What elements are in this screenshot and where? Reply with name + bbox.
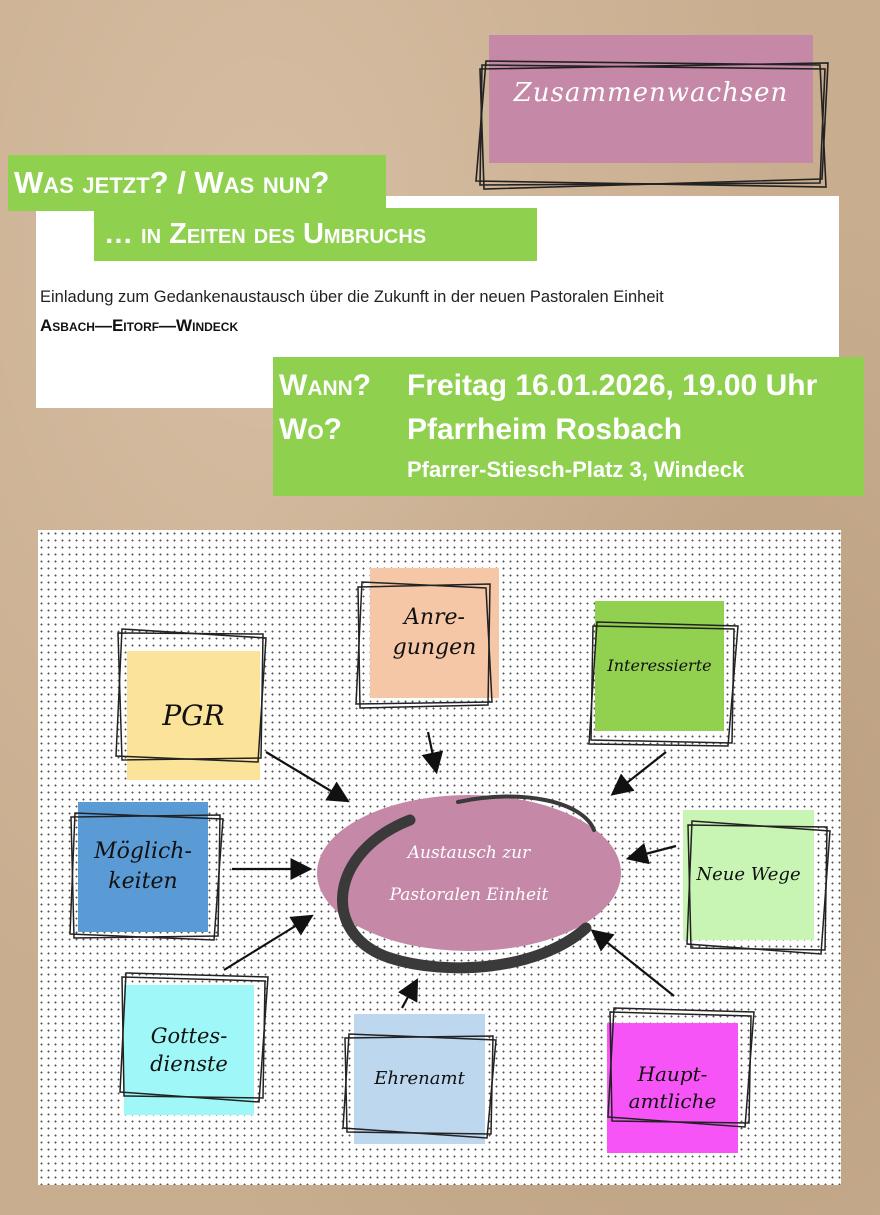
where-value: Pfarrheim Rosbach [407,413,683,446]
note-hauptamtliche-line2: amtliche [628,1089,717,1113]
note-anregungen-line1: Anre- [403,605,465,631]
tag-box [489,35,813,163]
diagram-drawing: Austausch zur Pastoralen Einheit [69,581,831,1139]
center-swoosh [337,814,592,974]
places-text: Asbach—Eitorf—Windeck [40,316,239,335]
arrow-from-pgr [265,751,350,803]
note-moeglichkeiten: Möglich- keiten [78,802,208,932]
tag-text: Zusammenwachsen [513,78,789,108]
date-location-box: Wann? Freitag 16.01.2026, 19.00 Uhr Wo? … [273,357,864,496]
invitation-text: Einladung zum Gedankenaustausch über die… [40,288,664,306]
center-line-2: Pastoralen Einheit [389,885,549,905]
mindmap-diagram: Anre- gungen Interessierte PGR Möglich- … [38,530,841,1185]
tag-sketch-frame [475,60,829,190]
center-ellipse [317,795,621,951]
arrow-from-gottesdienste [223,914,314,971]
note-hauptamtliche: Haupt- amtliche [607,1023,738,1153]
note-neue-wege: Neue Wege [683,810,814,940]
note-gottesdienste-line2: dienste [150,1052,228,1076]
note-interessierte-text: Interessierte [607,656,712,676]
note-pgr-text: PGR [162,698,225,732]
arrow-from-hauptamtliche [590,929,675,997]
arrows [223,731,677,1009]
note-hauptamtliche-line1: Haupt- [637,1062,708,1086]
center-line-1: Austausch zur [406,843,531,863]
when-label: Wann? [279,369,372,402]
note-moeglichkeiten-line2: keiten [108,869,178,894]
note-anregungen-line2: gungen [392,635,477,660]
arrow-from-anregungen [421,731,444,775]
where-address: Pfarrer-Stiesch-Platz 3, Windeck [407,457,745,482]
note-moeglichkeiten-line1: Möglich- [94,839,192,865]
arrow-from-neue-wege [625,842,677,865]
title-line-1: Was jetzt? / Was nun? [8,155,386,211]
note-gottesdienste-line1: Gottes- [150,1023,228,1048]
title-line-2: … in Zeiten des Umbruchs [94,208,537,261]
when-value: Freitag 16.01.2026, 19.00 Uhr [407,369,818,402]
note-ehrenamt-text: Ehrenamt [374,1067,465,1089]
where-label: Wo? [279,413,342,446]
center-swoosh-top [456,794,596,832]
arrow-from-ehrenamt [397,978,419,1009]
note-anregungen: Anre- gungen [370,568,499,698]
note-neue-wege-text: Neue Wege [696,863,801,885]
arrow-from-interessierte [610,751,667,796]
sketch-frames [69,581,831,1139]
